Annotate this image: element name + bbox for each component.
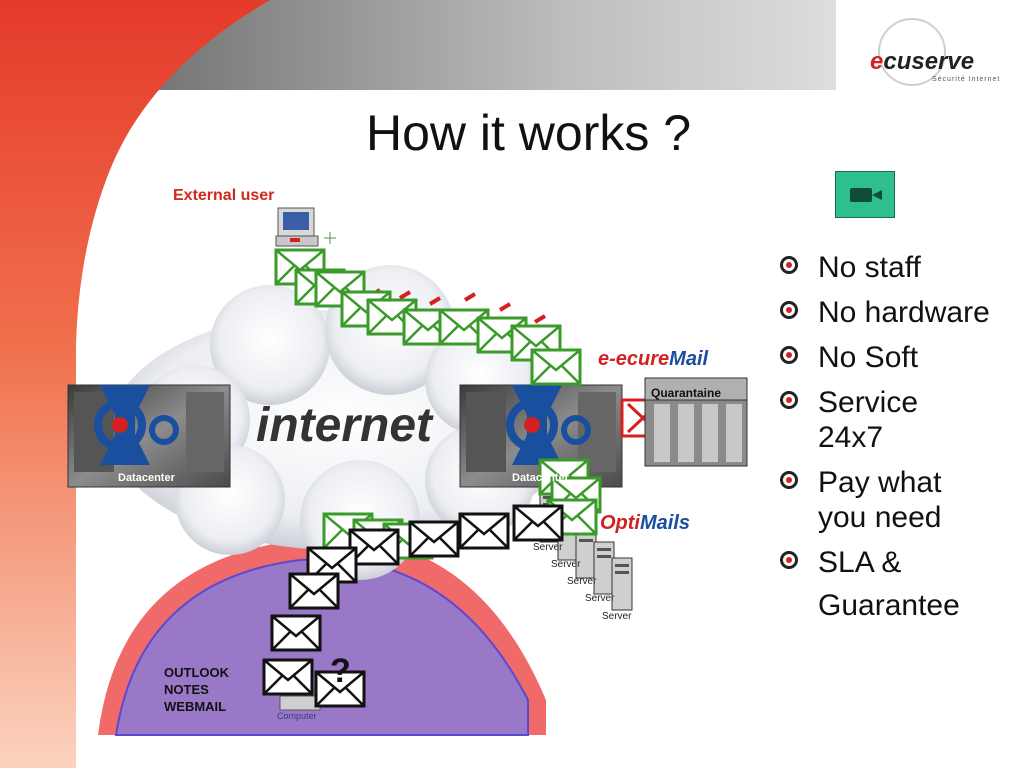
benefit-text: Pay what xyxy=(818,466,942,499)
target-bullet-icon xyxy=(780,346,798,364)
benefit-text-cont: 24x7 xyxy=(818,421,884,454)
benefit-text-cont: Guarantee xyxy=(818,589,960,622)
left-red-sweep xyxy=(0,0,270,768)
question-mark: ? xyxy=(330,652,351,690)
envelope-icon xyxy=(530,348,582,386)
envelope-icon xyxy=(408,520,460,558)
server-label-1: Server xyxy=(533,542,563,553)
target-bullet-icon xyxy=(780,551,798,569)
datacenter-right xyxy=(459,384,623,488)
video-camera-lens xyxy=(872,190,882,200)
target-bullet-icon xyxy=(780,301,798,319)
external-user-computer xyxy=(275,207,336,266)
server-label-5: Server xyxy=(602,611,632,622)
intranet-computer xyxy=(279,695,321,711)
envelope-icon xyxy=(314,670,366,708)
envelope-icon xyxy=(270,614,322,652)
esecuremail-brand: e-ecureMail xyxy=(598,348,708,371)
benefit-text: No staff xyxy=(818,251,921,284)
logo-tagline: Sécurité Internet xyxy=(932,76,1001,83)
envelope-icon xyxy=(288,572,340,610)
server-label-2: Server xyxy=(551,559,581,570)
envelope-icon xyxy=(262,658,314,696)
datacenter-left-label: Datacenter xyxy=(118,472,175,484)
logo-word-rest: cuserve xyxy=(883,48,975,75)
internet-label: internet xyxy=(256,399,433,452)
benefit-sla: SLA & Guarantee xyxy=(780,545,1020,623)
video-camera-icon xyxy=(850,188,872,202)
esecuremail-prefix: e- xyxy=(598,348,616,370)
benefit-text: Service xyxy=(818,386,919,419)
client-apps-list: OUTLOOK NOTES WEBMAIL xyxy=(164,664,229,715)
slide-title: How it works ? xyxy=(366,105,692,161)
esecuremail-mid: ecure xyxy=(615,348,670,370)
envelope-icon xyxy=(512,504,564,542)
benefit-no-soft: No Soft xyxy=(780,340,1020,375)
server-label-4: Server xyxy=(585,593,615,604)
logo-ring xyxy=(878,18,946,86)
esecuremail-suffix: Mail xyxy=(669,348,709,370)
quarantaine-vault xyxy=(644,377,748,467)
intranet-zone xyxy=(114,558,529,736)
benefit-text-cont: you need xyxy=(818,501,942,534)
benefit-text: No Soft xyxy=(818,341,919,374)
video-camera-button[interactable] xyxy=(835,171,895,218)
client-app-outlook: OUTLOOK xyxy=(164,665,229,680)
benefit-text: No hardware xyxy=(818,296,990,329)
envelope-icon xyxy=(458,512,510,550)
client-app-webmail: WEBMAIL xyxy=(164,699,227,714)
datacenter-right-label: Datacenter xyxy=(512,472,569,484)
server-label-3: Server xyxy=(567,576,597,587)
client-app-notes: NOTES xyxy=(164,682,209,697)
quarantaine-label: Quarantaine xyxy=(651,386,722,400)
target-bullet-icon xyxy=(780,391,798,409)
benefit-no-staff: No staff xyxy=(780,250,1020,285)
target-bullet-icon xyxy=(780,471,798,489)
computer-label: Computer xyxy=(277,711,317,721)
logo-wordmark: ecuserve xyxy=(870,48,974,76)
optimails-brand: OptiMails xyxy=(600,512,690,535)
benefit-text: SLA & xyxy=(818,546,902,579)
logo-letter-mark: e xyxy=(870,48,884,75)
envelope-chain xyxy=(262,248,602,708)
company-logo: ecuserve Sécurité Internet xyxy=(860,18,1010,92)
optimails-suffix: Mails xyxy=(640,512,691,534)
optimails-prefix: Opti xyxy=(600,512,640,534)
benefit-no-hardware: No hardware xyxy=(780,295,1020,330)
datacenter-left xyxy=(67,384,231,488)
envelope-icon xyxy=(314,270,366,308)
external-user-label: External user xyxy=(173,187,275,204)
target-bullet-icon xyxy=(780,256,798,274)
